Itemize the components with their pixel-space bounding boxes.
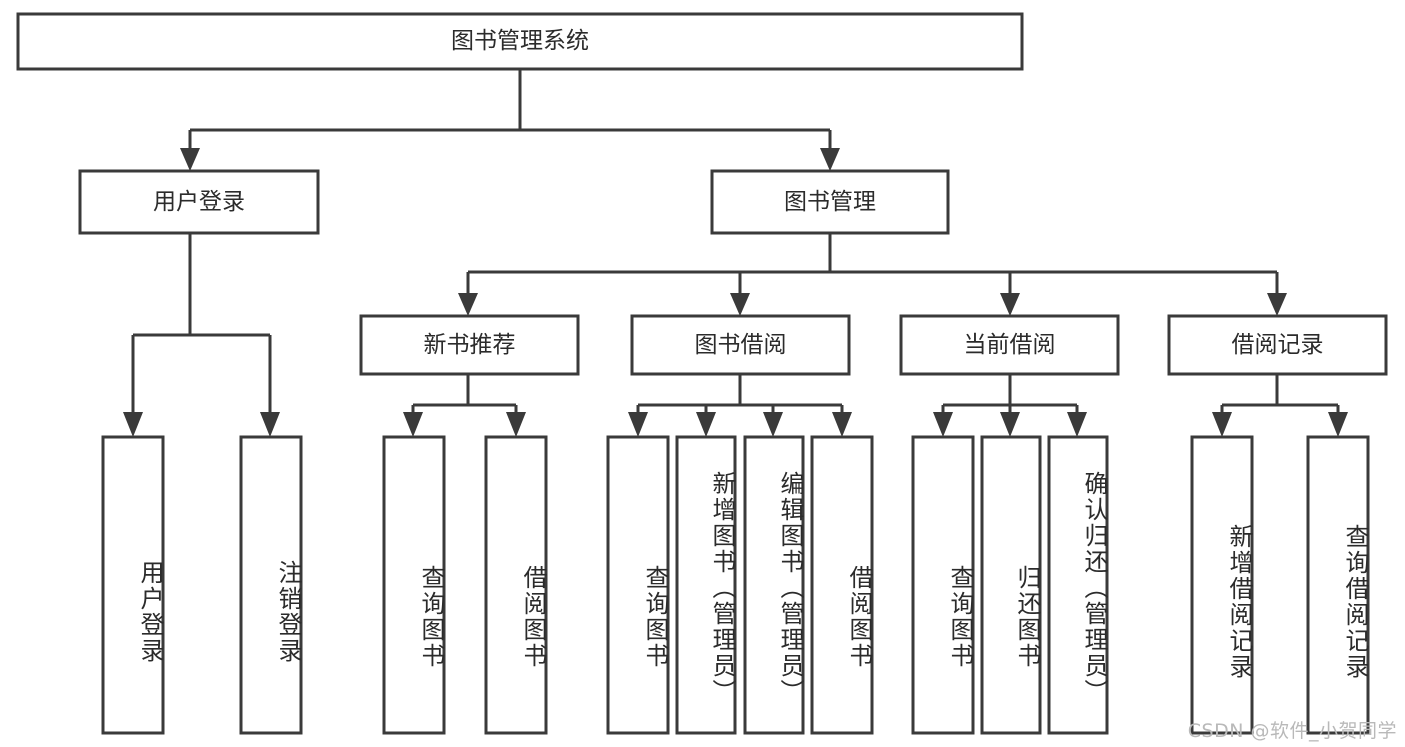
- arrowhead-leaf-query-book-3: [933, 412, 953, 437]
- arrowhead-leaf-query-book-1: [403, 412, 423, 437]
- arrowhead-to-current-borrow: [1000, 293, 1020, 316]
- arrowhead-leaf-add-book: [696, 412, 716, 437]
- leafbox-query-book-1[interactable]: [382, 435, 446, 735]
- leafbox-user-login[interactable]: [101, 435, 165, 735]
- leafbox-query-book-2[interactable]: [606, 435, 670, 735]
- arrowhead-leaf-edit-book: [763, 412, 783, 437]
- arrowhead-leaf-borrow-book-1: [506, 412, 526, 437]
- connector-book-borrow-to-leaves: [636, 374, 844, 415]
- arrowhead-leaf-add-record: [1212, 412, 1232, 437]
- arrowhead-to-user-login: [180, 148, 200, 171]
- arrowhead-to-book-borrow: [730, 293, 750, 316]
- leafbox-query-borrow-record[interactable]: [1306, 435, 1370, 735]
- leafbox-edit-book[interactable]: [743, 435, 805, 735]
- arrowhead-leaf-query-book-2: [628, 412, 648, 437]
- leafbox-return-book[interactable]: [980, 435, 1042, 735]
- node-root-book-management-system[interactable]: [16, 12, 1024, 71]
- connector-borrow-record-to-leaves: [1220, 374, 1340, 415]
- leafbox-query-book-3[interactable]: [911, 435, 975, 735]
- arrowhead-to-borrow-record: [1267, 293, 1287, 316]
- leafbox-borrow-book-2[interactable]: [810, 435, 874, 735]
- connector-book-management-to-level3: [466, 233, 1279, 295]
- node-book-borrow[interactable]: [630, 314, 851, 376]
- arrowhead-leaf-confirm-return: [1067, 412, 1087, 437]
- node-current-borrow[interactable]: [899, 314, 1120, 376]
- arrowhead-leaf-return-book: [1000, 412, 1020, 437]
- node-book-management[interactable]: [710, 169, 950, 235]
- arrowhead-leaf-logout: [260, 412, 280, 437]
- connector-root-to-level2: [188, 69, 832, 160]
- leafbox-logout[interactable]: [239, 435, 303, 735]
- arrowhead-to-book-management: [820, 148, 840, 171]
- connector-new-book-recommend-to-leaves: [411, 374, 518, 415]
- connector-user-login-to-leaves: [131, 233, 272, 415]
- arrowhead-leaf-borrow-book-2: [832, 412, 852, 437]
- watermark-csdn: CSDN @软件_小贺同学: [1187, 720, 1397, 742]
- arrowhead-to-new-book-recommend: [458, 293, 478, 316]
- arrowhead-leaf-user-login: [123, 412, 143, 437]
- leafbox-borrow-book-1[interactable]: [484, 435, 548, 735]
- node-user-login[interactable]: [78, 169, 320, 235]
- connector-current-borrow-to-leaves: [941, 374, 1079, 415]
- leafbox-add-borrow-record[interactable]: [1190, 435, 1254, 735]
- node-borrow-record[interactable]: [1167, 314, 1388, 376]
- node-new-book-recommend[interactable]: [359, 314, 580, 376]
- leafbox-add-book[interactable]: [675, 435, 737, 735]
- arrowhead-leaf-query-record: [1328, 412, 1348, 437]
- leafbox-confirm-return[interactable]: [1047, 435, 1109, 735]
